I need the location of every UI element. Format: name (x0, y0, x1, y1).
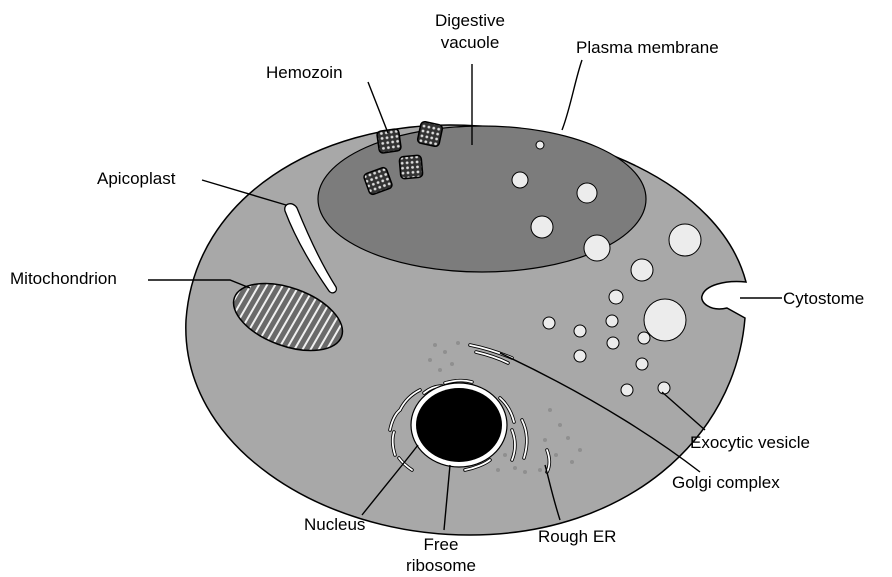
label-mitochondrion: Mitochondrion (10, 269, 117, 288)
label-plasma-membrane: Plasma membrane (576, 38, 719, 57)
label-cytostome: Cytostome (783, 289, 864, 308)
label-hemozoin: Hemozoin (266, 63, 343, 82)
label-golgi-complex: Golgi complex (672, 473, 780, 492)
label-rough-er: Rough ER (538, 527, 616, 546)
label-free-ribosome-line1: Free (424, 535, 459, 554)
nucleus (416, 388, 502, 462)
label-digestive-vacuole-line1: Digestive (435, 11, 505, 30)
label-free-ribosome-line2: ribosome (406, 556, 476, 575)
label-nucleus: Nucleus (304, 515, 365, 534)
label-apicoplast: Apicoplast (97, 169, 176, 188)
label-digestive-vacuole-line2: vacuole (441, 33, 500, 52)
label-exocytic-vesicle: Exocytic vesicle (690, 433, 810, 452)
